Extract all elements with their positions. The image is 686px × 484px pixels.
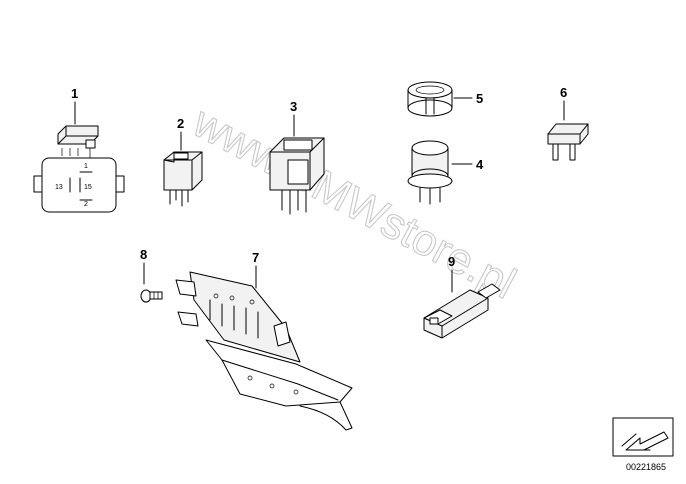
part-3[interactable]: 3 xyxy=(269,99,325,215)
callout-5: 5 xyxy=(476,91,483,106)
callout-4: 4 xyxy=(476,157,484,172)
connector-relay-icon xyxy=(423,283,501,339)
pin-label: 13 xyxy=(55,184,63,191)
part-8[interactable]: 8 xyxy=(140,247,163,303)
part-2[interactable]: 2 xyxy=(163,116,203,207)
screw-icon xyxy=(140,289,163,303)
relay-2-icon xyxy=(163,151,203,207)
pin-label: 15 xyxy=(84,184,92,191)
callout-6: 6 xyxy=(560,85,567,100)
next-page-arrow-icon[interactable] xyxy=(612,417,674,457)
relay-3-icon xyxy=(269,137,325,215)
callout-7: 7 xyxy=(252,250,259,265)
pin-label: 2 xyxy=(84,201,88,208)
callout-9: 9 xyxy=(448,254,455,269)
part-5[interactable]: 5 xyxy=(407,81,483,117)
retaining-clip-icon xyxy=(407,81,453,117)
round-relay-icon xyxy=(407,140,453,205)
svg-text:www.BMWstore.pl: www.BMWstore.pl xyxy=(184,97,523,308)
part-9[interactable]: 9 xyxy=(423,254,501,339)
pin-label: 1 xyxy=(84,163,88,170)
callout-8: 8 xyxy=(140,247,147,262)
part-1[interactable]: 1 1 13 15 2 xyxy=(33,86,125,213)
callout-2: 2 xyxy=(177,116,184,131)
watermark: www.BMWstore.pl xyxy=(184,97,524,309)
callout-3: 3 xyxy=(290,99,297,114)
callout-1: 1 xyxy=(71,86,78,101)
relay-socket-pinout: 1 13 15 2 xyxy=(33,157,125,213)
catalog-number: 00221865 xyxy=(626,462,666,472)
part-7[interactable]: 7 xyxy=(175,250,353,431)
relay-bracket-icon xyxy=(175,271,353,431)
relay-1-icon xyxy=(57,125,99,160)
part-4[interactable]: 4 xyxy=(407,140,484,205)
fuse-icon xyxy=(547,123,589,161)
part-6[interactable]: 6 xyxy=(547,85,589,161)
